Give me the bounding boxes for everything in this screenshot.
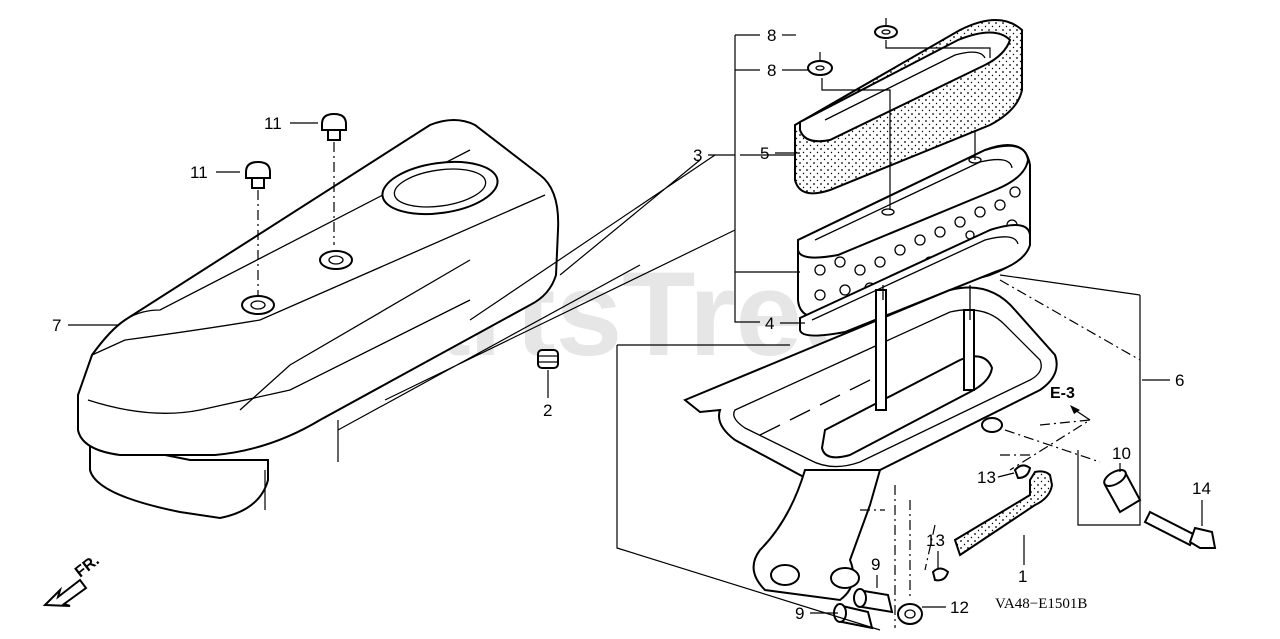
callout-13-upper-lead: [997, 472, 1015, 478]
grommet-guide-lines: [819, 18, 991, 210]
tube-clip-lower[interactable]: [931, 567, 950, 582]
callout-9-left[interactable]: 9: [795, 604, 804, 623]
bracket-lines: [616, 34, 1141, 631]
callout-8-upper[interactable]: 8: [767, 26, 776, 45]
breather-tube[interactable]: [953, 470, 1054, 557]
reference-label: E-3: [1050, 385, 1075, 402]
callout-11-upper[interactable]: 11: [264, 114, 282, 133]
callout-9-right[interactable]: 9: [871, 555, 880, 574]
element-grommet-lower[interactable]: [807, 60, 833, 76]
cover-drop-lines: [264, 420, 339, 510]
air-cleaner-cover[interactable]: [77, 119, 560, 520]
air-cleaner-base[interactable]: [683, 285, 1058, 602]
callout-13-lower[interactable]: 13: [926, 531, 945, 550]
bolt[interactable]: [1143, 510, 1217, 549]
cover-screw-upper[interactable]: [321, 112, 347, 141]
callout-2[interactable]: 2: [543, 401, 552, 420]
collar[interactable]: [1102, 467, 1142, 514]
callout-14[interactable]: 14: [1192, 479, 1211, 498]
callout-13-upper[interactable]: 13: [977, 468, 996, 487]
cover-guide-lines: [337, 154, 736, 431]
diagram-code: VA48−E1501B: [995, 596, 1087, 612]
element-grommet-top[interactable]: [874, 25, 898, 39]
callout-8-lower[interactable]: 8: [767, 61, 776, 80]
tube-clip-upper[interactable]: [1013, 464, 1032, 480]
gasket[interactable]: [799, 224, 1031, 337]
callout-6[interactable]: 6: [1175, 371, 1184, 390]
callout-3[interactable]: 3: [693, 146, 702, 165]
screw-guide-lines: [257, 142, 335, 295]
callout-1[interactable]: 1: [1018, 567, 1027, 586]
callout-10[interactable]: 10: [1112, 444, 1131, 463]
callout-11-lower[interactable]: 11: [190, 163, 208, 182]
callout-5[interactable]: 5: [760, 144, 769, 163]
callout-4[interactable]: 4: [765, 314, 774, 333]
flange-nut[interactable]: [897, 603, 923, 625]
reference-marker[interactable]: E-3: [1050, 385, 1091, 421]
assembly-guide-lines: [860, 279, 1141, 628]
collar-lower-right[interactable]: [853, 588, 894, 614]
front-direction-arrow: FR.: [42, 552, 103, 607]
grommet[interactable]: [537, 349, 559, 369]
front-direction-label: FR.: [72, 552, 103, 581]
cover-screw-lower[interactable]: [245, 160, 271, 189]
callout-12[interactable]: 12: [950, 598, 969, 617]
outer-foam-element[interactable]: [794, 19, 1023, 195]
callout-7[interactable]: 7: [52, 316, 61, 335]
